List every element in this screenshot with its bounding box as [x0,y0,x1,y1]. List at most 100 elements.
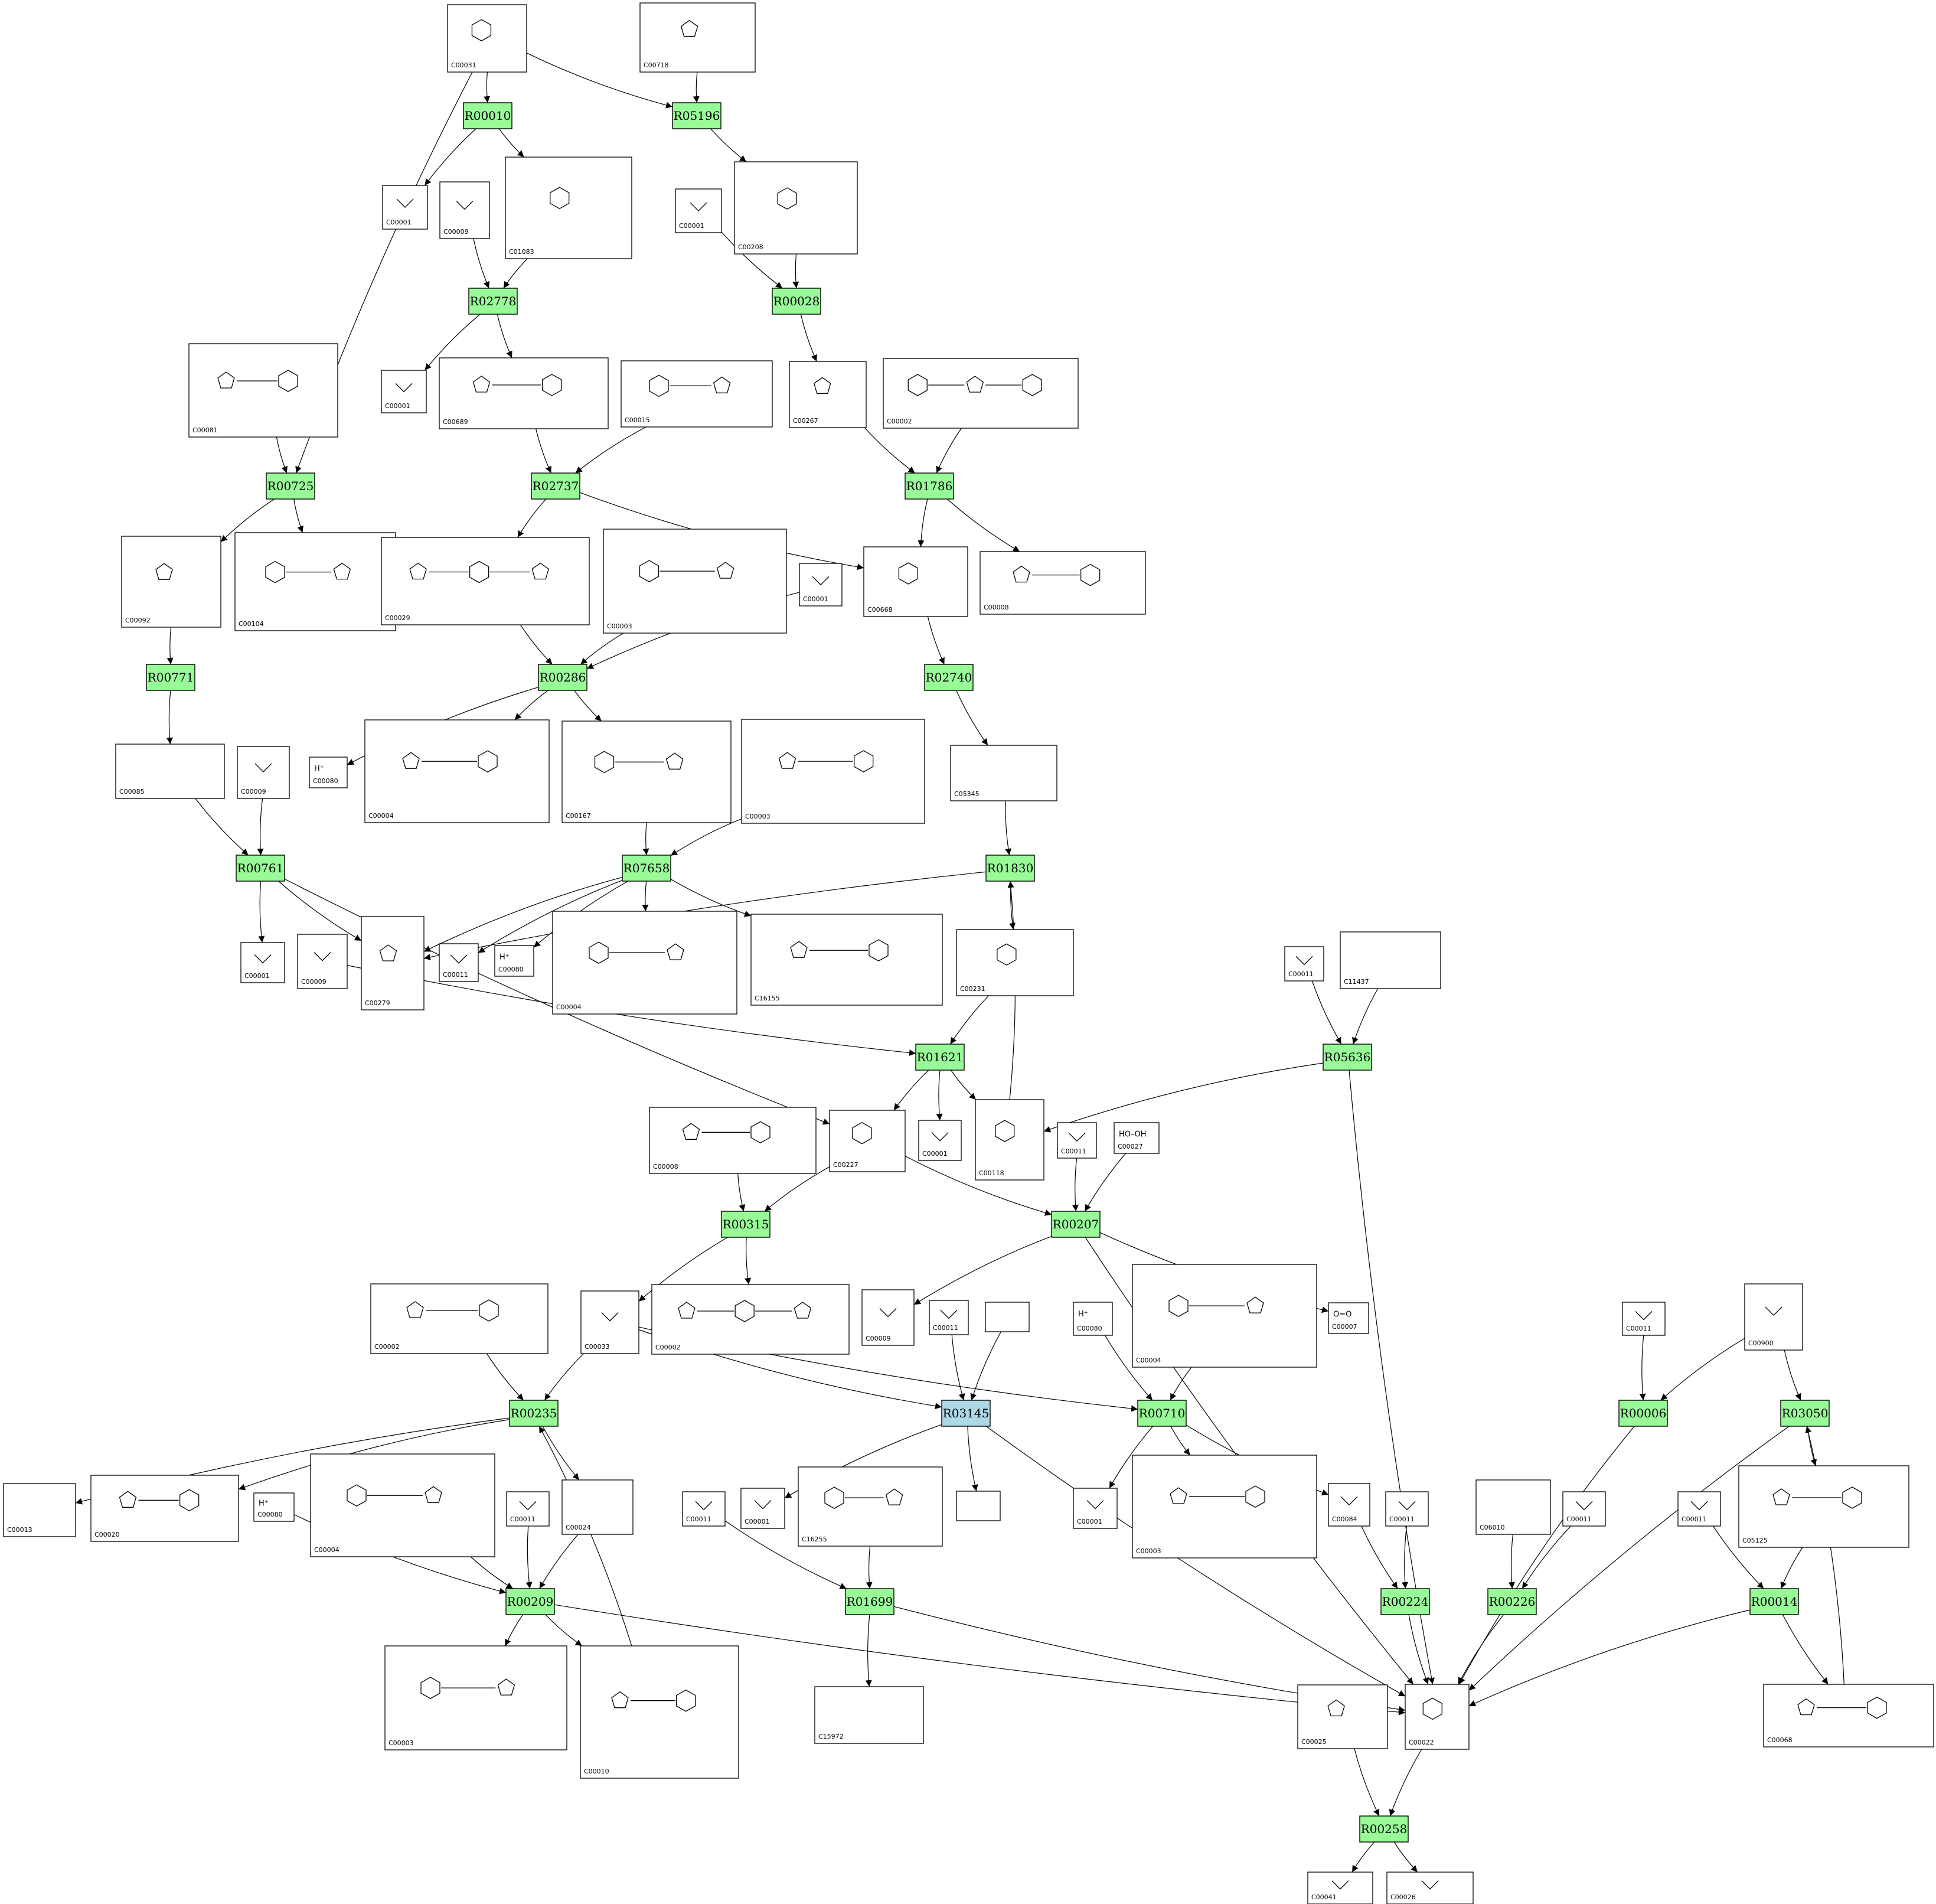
reaction-box[interactable] [1380,1588,1430,1615]
compound-box[interactable] [1132,1264,1317,1368]
compound-box[interactable] [580,1290,639,1354]
compound-C00081[interactable]: C00081 [188,343,338,438]
reaction-R01699[interactable]: R01699 [845,1588,894,1615]
reaction-box[interactable] [622,855,671,882]
compound-C00041[interactable]: C00041 [1307,1872,1373,1904]
compound-box[interactable] [1132,1455,1317,1559]
reaction-R02740[interactable]: R02740 [924,664,974,691]
compound-box[interactable] [237,746,290,799]
compound-C05125[interactable]: C05125 [1738,1465,1909,1548]
reaction-box[interactable] [146,664,195,691]
compound-C00003[interactable]: C00003 [603,529,787,634]
compound-C05345[interactable]: C05345 [950,745,1057,801]
compound-box[interactable] [980,551,1146,615]
compound-C00104[interactable]: C00104 [234,532,396,631]
reaction-box[interactable] [941,1400,991,1427]
compound-box[interactable] [561,1479,634,1535]
compound-box[interactable] [1073,1302,1113,1336]
compound-box[interactable] [829,1110,906,1172]
compound-C16255[interactable]: C16255 [798,1466,943,1547]
compound-box[interactable] [90,1475,239,1542]
reaction-R03050[interactable]: R03050 [1780,1400,1830,1427]
compound-box[interactable] [115,744,225,799]
compound-C11437[interactable]: C11437 [1340,931,1441,989]
compound-unnamed[interactable] [956,1491,1001,1521]
compound-box[interactable] [1677,1491,1721,1527]
compound-C00080[interactable]: H⁺C00080 [253,1492,295,1522]
compound-C00208[interactable]: C00208 [734,161,858,255]
reaction-box[interactable] [505,1588,555,1615]
compound-box[interactable] [1328,1302,1369,1334]
compound-C00011[interactable]: C00011 [439,943,479,982]
reaction-R00286[interactable]: R00286 [538,664,587,691]
compound-C00011[interactable]: C00011 [1284,946,1324,982]
compound-C00015[interactable]: C00015 [621,360,773,428]
compound-box[interactable] [1057,1122,1097,1159]
reaction-box[interactable] [266,472,315,500]
compound-C15972[interactable]: C15972 [814,1686,924,1744]
reaction-box[interactable] [1487,1588,1537,1615]
compound-box[interactable] [505,157,632,259]
compound-C06010[interactable]: C06010 [1475,1479,1551,1535]
reaction-R05636[interactable]: R05636 [1323,1044,1372,1071]
compound-box[interactable] [1622,1302,1666,1336]
compound-C16155[interactable]: C16155 [750,914,943,1006]
compound-C00009[interactable]: C00009 [237,746,290,799]
compound-box[interactable] [883,358,1079,429]
reaction-box[interactable] [905,472,954,500]
compound-C00031[interactable]: C00031 [447,4,527,73]
compound-box[interactable] [750,914,943,1006]
reaction-box[interactable] [915,1044,965,1071]
compound-C00029[interactable]: C00029 [381,537,590,625]
compound-box[interactable] [384,1645,567,1750]
compound-C00024[interactable]: C00024 [561,1479,634,1535]
compound-box[interactable] [1284,946,1324,982]
compound-box[interactable] [121,536,221,628]
compound-box[interactable] [447,4,527,73]
compound-unnamed[interactable] [985,1302,1030,1332]
compound-box[interactable] [3,1483,76,1537]
compound-C00009[interactable]: C00009 [861,1289,915,1346]
reaction-R03145[interactable]: R03145 [941,1400,991,1427]
reaction-R07658[interactable]: R07658 [622,855,671,882]
reaction-R00006[interactable]: R00006 [1618,1400,1668,1427]
compound-box[interactable] [297,934,348,989]
compound-box[interactable] [361,916,425,1010]
compound-box[interactable] [309,757,348,788]
compound-box[interactable] [580,1645,739,1779]
reaction-box[interactable] [1359,1815,1409,1843]
reaction-box[interactable] [772,288,821,315]
reaction-R00761[interactable]: R00761 [236,855,285,882]
compound-C00001[interactable]: C00001 [382,185,428,230]
compound-C00002[interactable]: C00002 [883,358,1079,429]
compound-C00001[interactable]: C00001 [381,370,427,413]
compound-C00080[interactable]: H⁺C00080 [309,757,348,788]
compound-C00009[interactable]: C00009 [297,934,348,989]
reaction-box[interactable] [538,664,587,691]
reaction-R00209[interactable]: R00209 [505,1588,555,1615]
compound-C00011[interactable]: C00011 [929,1300,969,1335]
compound-box[interactable] [552,911,737,1015]
compound-box[interactable] [439,357,609,429]
compound-C00231[interactable]: C00231 [956,929,1074,996]
reaction-box[interactable] [509,1400,559,1427]
compound-box[interactable] [956,1491,1001,1521]
reaction-R02737[interactable]: R02737 [531,472,580,500]
reaction-R00771[interactable]: R00771 [146,664,195,691]
reaction-box[interactable] [1051,1211,1101,1238]
compound-box[interactable] [863,546,968,617]
compound-C00009[interactable]: C00009 [439,181,490,239]
compound-C00013[interactable]: C00013 [3,1483,76,1537]
compound-C00668[interactable]: C00668 [863,546,968,617]
compound-C00003[interactable]: C00003 [1132,1455,1317,1559]
compound-C00279[interactable]: C00279 [361,916,425,1010]
compound-box[interactable] [861,1289,915,1346]
compound-C00167[interactable]: C00167 [561,720,732,823]
compound-C00085[interactable]: C00085 [115,744,225,799]
compound-box[interactable] [439,181,490,239]
reaction-box[interactable] [672,102,721,129]
reaction-R00224[interactable]: R00224 [1380,1588,1430,1615]
compound-box[interactable] [1475,1479,1551,1535]
compound-C00025[interactable]: C00025 [1297,1684,1388,1749]
